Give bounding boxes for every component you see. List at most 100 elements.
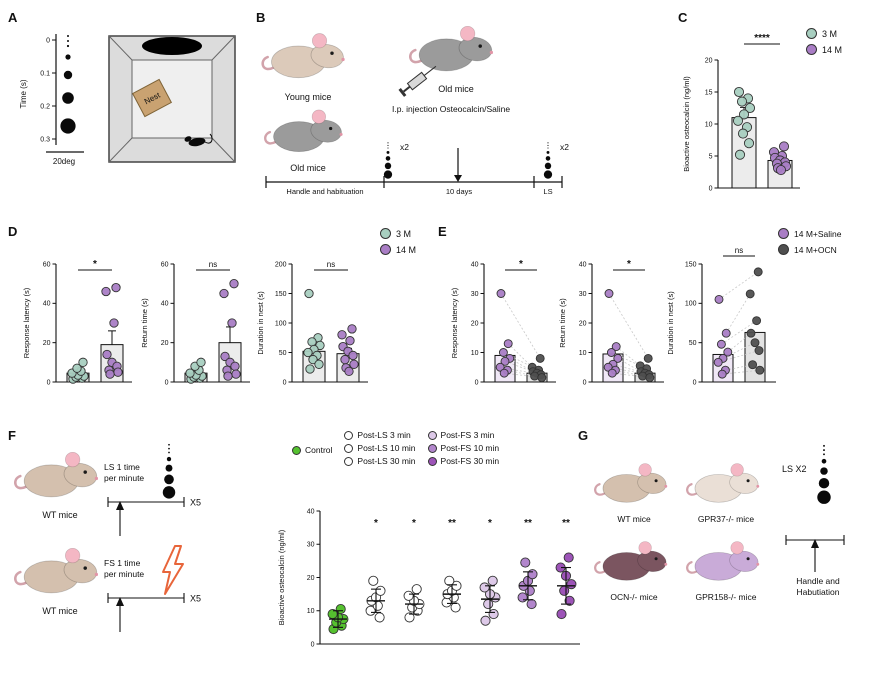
data-point: [564, 595, 575, 606]
mouse-tail: [686, 483, 698, 496]
ls-protocol-line1: LS 1 time: [104, 462, 140, 472]
y-axis-title: Bioactive osteocalcin (ng/ml): [682, 76, 691, 172]
time-axis-ticks: [52, 39, 56, 140]
looming-stimulus-icon-2: [543, 142, 553, 179]
pair-line: [615, 346, 641, 367]
legend-item: 3 M: [380, 228, 416, 239]
time-axis-tick-labels: 0 0.1 0.2 0.3: [40, 38, 50, 144]
sig-label: ns: [735, 246, 743, 255]
data-point: [737, 128, 749, 139]
tick-01: 0.1: [40, 71, 50, 78]
data-point: [113, 367, 123, 377]
data-point: [231, 369, 241, 379]
mouse-ear: [460, 25, 476, 42]
looming-dot: [547, 144, 549, 147]
data-point: [219, 288, 229, 299]
sig-label: *: [519, 259, 523, 270]
data-point: [527, 569, 538, 580]
looming-dot: [168, 451, 170, 454]
mouse-ear: [311, 109, 326, 124]
legend-swatch-icon: [344, 456, 354, 466]
sig-label: ****: [754, 33, 770, 44]
y-tick-label: 40: [307, 508, 315, 515]
data-point: [307, 337, 317, 347]
legend-swatch-icon: [380, 244, 391, 255]
legend-swatch-icon: [380, 228, 391, 239]
tick-03: 0.3: [40, 137, 50, 144]
handle-habituation-line1: Handle and: [796, 576, 840, 586]
y-tick-label: 20: [471, 320, 479, 327]
legend-item: Post-FS 3 min: [427, 430, 500, 440]
data-point: [444, 575, 455, 586]
data-point: [643, 353, 653, 363]
legend-label: Post-LS 10 min: [357, 443, 416, 453]
y-tick-label: 40: [43, 301, 51, 308]
pair-line: [509, 358, 534, 373]
timeline-seg3-label: LS: [543, 187, 552, 196]
looming-dot: [166, 456, 172, 462]
injection-label: I.p. injection Osteocalcin/Saline: [392, 104, 511, 114]
data-point: [105, 369, 115, 379]
looming-dot: [543, 170, 553, 179]
looming-dot: [384, 162, 392, 170]
wt-mouse-ls-illustration: [14, 451, 99, 498]
mouse-nose: [339, 132, 343, 136]
panel-label-a: A: [8, 10, 18, 25]
legend-item: Post-LS 30 min: [344, 456, 416, 466]
legend-swatch-icon: [427, 456, 437, 466]
old-mice-label-2: Old mice: [438, 84, 474, 94]
y-tick-label: 200: [275, 261, 287, 268]
looming-dot: [387, 147, 389, 149]
looming-dot: [547, 147, 549, 149]
legend-label: 3 M: [396, 228, 412, 239]
data-point: [230, 361, 240, 371]
legend-item: 14 M: [380, 244, 416, 255]
wt-mouse-fs-illustration: [14, 547, 99, 594]
y-tick-label: 20: [705, 57, 713, 64]
legend-item: Post-LS 3 min: [344, 430, 415, 440]
legend-age-groups-d: 3 M 14 M: [380, 228, 416, 260]
nest: Nest: [131, 78, 173, 118]
y-tick-label: 0: [583, 379, 587, 386]
looming-stimulus-icon-1: [383, 142, 393, 179]
pair-line: [507, 369, 535, 377]
y-tick-label: 20: [307, 575, 315, 582]
data-point: [349, 359, 359, 369]
data-point: [101, 286, 111, 297]
mouse-eye: [329, 126, 333, 131]
mouse-ear: [65, 547, 81, 564]
legend-label: 3 M: [822, 28, 838, 39]
tick-02: 0.2: [40, 104, 50, 111]
old-mouse-illustration-1: [264, 109, 343, 152]
mouse-tail: [14, 474, 28, 490]
y-tick-label: 10: [307, 608, 315, 615]
data-point: [535, 353, 545, 363]
data-point: [734, 149, 746, 160]
tick-0: 0: [46, 38, 50, 45]
data-point: [520, 557, 531, 568]
mouse-nose: [756, 562, 760, 566]
y-tick-label: 150: [275, 291, 287, 298]
looming-dot: [821, 458, 827, 464]
looming-stimulus-icon-f: [162, 443, 176, 499]
data-point: [499, 368, 509, 378]
arena-box: Nest: [108, 35, 236, 163]
y-tick-label: 60: [43, 261, 51, 268]
looming-dot: [385, 156, 391, 161]
data-point: [736, 96, 748, 107]
footshock-lightning-icon: [162, 545, 184, 595]
legend-label: Post-LS 30 min: [357, 456, 416, 466]
pair-line: [615, 369, 643, 377]
data-point: [526, 599, 537, 610]
legend-swatch-icon: [292, 445, 301, 455]
arena-perspective-lines: [108, 35, 236, 163]
data-point: [303, 347, 313, 358]
